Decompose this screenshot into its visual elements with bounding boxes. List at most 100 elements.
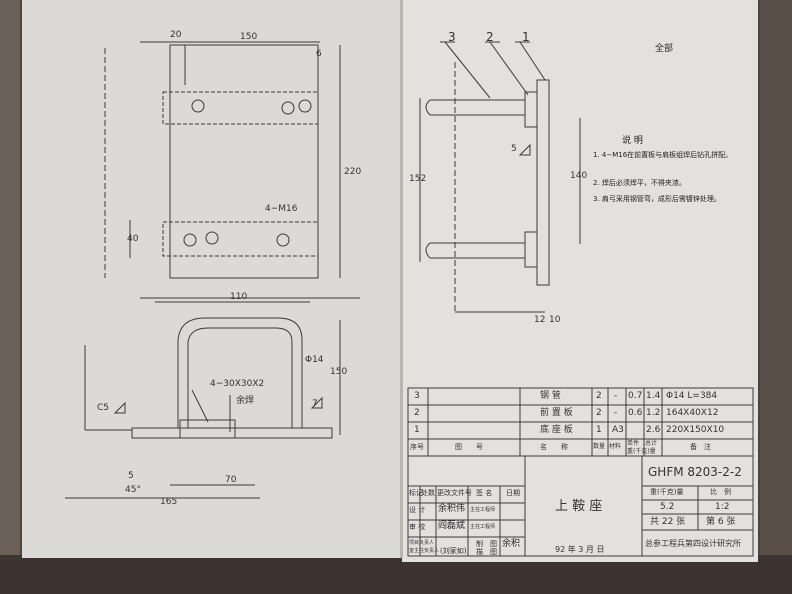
bom-row1-remark: 220X150X10 bbox=[666, 425, 725, 435]
dim-150: 150 bbox=[240, 32, 258, 42]
dim-165: 165 bbox=[160, 497, 178, 507]
bom-header-total: 总计 bbox=[645, 440, 658, 447]
corner-note: 全部 bbox=[655, 44, 674, 54]
sign-design-sig: 余积伟 bbox=[438, 504, 466, 514]
bom-row2-name: 前 置 板 bbox=[540, 408, 573, 418]
note-1: 1. 4−M16在前置板与肩板组焊后钻孔拼配。 bbox=[593, 151, 733, 159]
weight-value: 5.2 bbox=[660, 502, 675, 512]
bom-row1-qty: 1 bbox=[596, 425, 602, 435]
dim-152: 152 bbox=[409, 174, 427, 184]
dim-70: 70 bbox=[225, 475, 237, 485]
bom-header-mat: 材料 bbox=[609, 443, 622, 450]
section-base bbox=[131, 427, 333, 439]
sheet-number: 第 6 张 bbox=[706, 517, 736, 527]
right-background bbox=[760, 0, 792, 594]
sign-label-mark: 标记 bbox=[409, 489, 423, 497]
dim-5: 5 bbox=[128, 471, 134, 481]
sheet-fold bbox=[400, 0, 403, 558]
drawing-number: GHFM 8203-2-2 bbox=[648, 465, 742, 479]
weld-7: 7 bbox=[312, 399, 318, 409]
date: 92 年 3 月 日 bbox=[555, 545, 605, 554]
bom-header-remark: 备 注 bbox=[690, 443, 711, 451]
drawing-sheet-left bbox=[22, 0, 402, 558]
bar-spec: 4−30X30X2 bbox=[210, 379, 265, 389]
dim-45: 45° bbox=[125, 485, 141, 495]
bom-row1-total: 2.6 bbox=[646, 425, 661, 435]
sign-review-label: 审 校 bbox=[409, 523, 426, 531]
part-name: 上 鞍 座 bbox=[555, 499, 603, 514]
sign-design-role: 主任工程师 bbox=[470, 507, 496, 513]
bom-row3-remark: Φ14 L=384 bbox=[666, 391, 718, 401]
note-3: 3. 肩弓采用钢管弯，成形后需镀锌处理。 bbox=[593, 195, 721, 203]
bom-header-qty: 数量 bbox=[593, 443, 606, 450]
callout-2: 2 bbox=[486, 30, 494, 44]
sign-label-count: 处数 bbox=[421, 489, 435, 497]
sign-label-sign: 签 名 bbox=[476, 489, 493, 497]
dim-6: 6 bbox=[316, 49, 322, 59]
bom-row3-unit: 0.7 bbox=[628, 391, 643, 401]
sign-chief-label: 室主任负责人 bbox=[409, 548, 440, 554]
bom-header-weight: 重(千克)量 bbox=[627, 448, 656, 455]
dim-12: 12 bbox=[534, 315, 546, 325]
dim-20: 20 bbox=[170, 30, 182, 40]
bolt-label: 4−M16 bbox=[265, 204, 298, 214]
sign-lead-label: 项目负责人 bbox=[409, 540, 435, 546]
company-name: 总参工程兵第四设计研究所 bbox=[645, 539, 741, 548]
dim-110: 110 bbox=[230, 292, 248, 302]
plan-upper-plate bbox=[162, 91, 319, 125]
callout-1: 1 bbox=[522, 30, 530, 44]
sign-chief-sig: (刘家如) bbox=[440, 547, 467, 555]
bom-header-name: 名 称 bbox=[540, 443, 568, 451]
callout-3: 3 bbox=[448, 30, 456, 44]
bom-row2-unit: 0.6 bbox=[628, 408, 643, 418]
bom-row3-seq: 3 bbox=[414, 391, 420, 401]
dim-150-vertical: 150 bbox=[330, 367, 348, 377]
dim-40: 40 bbox=[127, 234, 139, 244]
pipe-diameter: Φ14 bbox=[305, 355, 324, 365]
bom-row3-mat: - bbox=[614, 391, 618, 401]
scale-label: 比 例 bbox=[710, 488, 731, 496]
sign-label-date: 日期 bbox=[506, 489, 520, 497]
bom-row2-mat: - bbox=[614, 408, 618, 418]
bom-row1-mat: A3 bbox=[612, 425, 624, 435]
drawing-sheet-right bbox=[402, 0, 758, 562]
bom-row3-total: 1.4 bbox=[646, 391, 661, 401]
weld-label: 余焊 bbox=[236, 396, 255, 406]
bom-header-seq: 序号 bbox=[410, 443, 424, 451]
plan-outline bbox=[169, 44, 319, 279]
bom-row2-total: 1.2 bbox=[646, 408, 661, 418]
side-base-plate bbox=[536, 79, 550, 286]
approver-signature: 余积 bbox=[502, 539, 521, 549]
scale-value: 1:2 bbox=[715, 502, 730, 512]
bom-row3-name: 钢 管 bbox=[540, 391, 561, 401]
bom-row2-remark: 164X40X12 bbox=[666, 408, 719, 418]
weld-5: 5 bbox=[511, 144, 517, 154]
plan-lower-plate bbox=[162, 221, 319, 257]
side-pipe-bottom bbox=[430, 242, 525, 259]
weld-c5: C5 bbox=[97, 403, 110, 413]
bom-header-code: 图 号 bbox=[455, 443, 483, 451]
bom-row3-qty: 2 bbox=[596, 391, 602, 401]
sheet-total: 共 22 张 bbox=[650, 517, 686, 527]
bom-row1-name: 底 座 板 bbox=[540, 425, 573, 435]
sign-chief-role: 描 图 bbox=[476, 548, 497, 556]
bom-row2-qty: 2 bbox=[596, 408, 602, 418]
weight-label: 重(千克)量 bbox=[650, 488, 684, 496]
note-2: 2. 焊后必须焊平，不得夹渣。 bbox=[593, 179, 686, 187]
title-block-frame bbox=[407, 455, 754, 557]
bom-row1-seq: 1 bbox=[414, 425, 420, 435]
notes-title: 说 明 bbox=[622, 136, 643, 146]
dim-220: 220 bbox=[344, 167, 362, 177]
bom-row2-seq: 2 bbox=[414, 408, 420, 418]
side-pipe-top bbox=[430, 99, 525, 116]
sign-label-file: 更改文件号 bbox=[437, 489, 472, 497]
sign-review-role: 主任工程师 bbox=[470, 524, 496, 530]
bom-header-unit: 单件 bbox=[627, 440, 640, 447]
dim-140: 140 bbox=[570, 171, 588, 181]
sign-design-label: 设 计 bbox=[409, 506, 426, 514]
dim-10: 10 bbox=[549, 315, 561, 325]
left-background bbox=[0, 0, 20, 594]
sign-review-sig: 阎磊斌 bbox=[438, 521, 466, 531]
section-pipe-outer bbox=[177, 317, 303, 428]
